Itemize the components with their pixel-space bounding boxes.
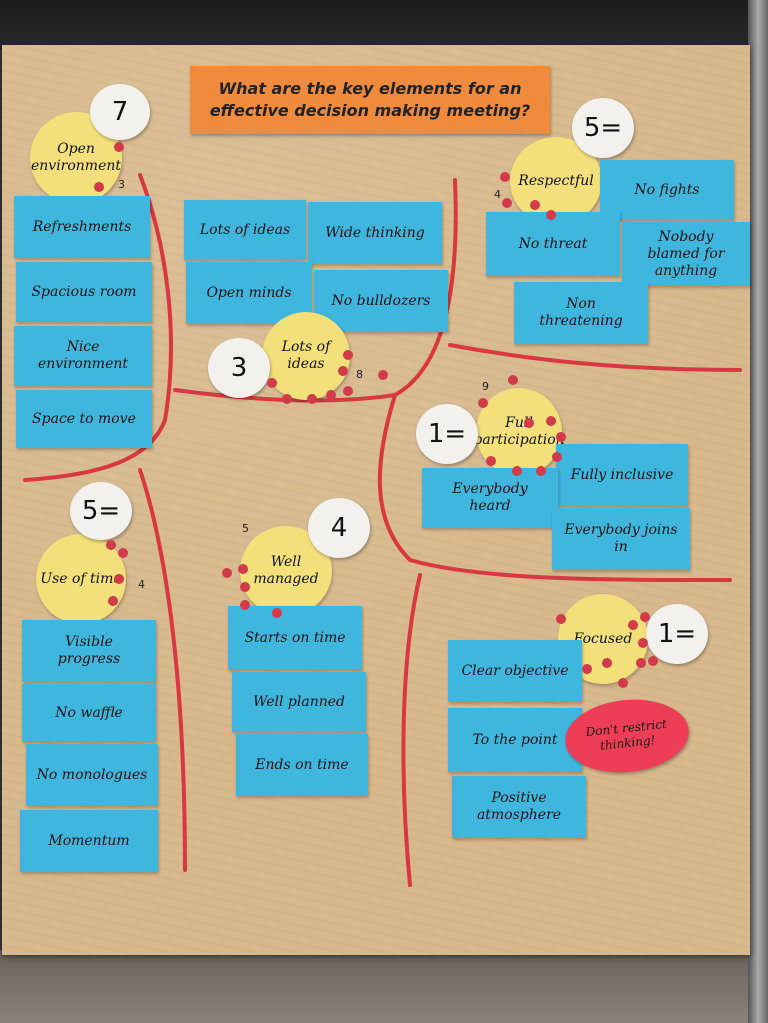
vote-dot <box>94 182 104 192</box>
note-ends-on-time: Ends on time <box>236 734 368 796</box>
vote-dot <box>478 398 488 408</box>
vote-badge-well-managed: 4 <box>308 498 370 558</box>
note-no-waffle: No waffle <box>22 684 156 742</box>
tally-lots-of-ideas: 8 <box>356 368 363 381</box>
note-refreshments: Refreshments <box>14 196 150 258</box>
tally-full-participation: 9 <box>482 380 489 393</box>
note-everybody-heard: Everybody heard <box>422 468 558 528</box>
tally-use-of-time: 4 <box>138 578 145 591</box>
vote-dot <box>500 172 510 182</box>
vote-badge-focused: 1= <box>646 604 708 664</box>
vote-dot <box>338 366 348 376</box>
vote-dot <box>536 466 546 476</box>
vote-dot <box>343 386 353 396</box>
vote-dot <box>114 574 124 584</box>
note-spacious-room: Spacious room <box>16 262 152 322</box>
vote-dot <box>530 200 540 210</box>
floor <box>0 950 768 1023</box>
question-title: What are the key elements for an effecti… <box>190 66 550 134</box>
note-visible-progress: Visible progress <box>22 620 156 682</box>
note-to-the-point: To the point <box>448 708 582 772</box>
note-fully-inclusive: Fully inclusive <box>556 444 688 506</box>
note-nice-environment: Nice environment <box>14 326 152 386</box>
vote-dot <box>502 198 512 208</box>
vote-dot <box>118 548 128 558</box>
vote-badge-use-of-time: 5= <box>70 482 132 540</box>
note-starts-on-time: Starts on time <box>228 606 362 670</box>
wall-top <box>0 0 768 50</box>
vote-dot <box>602 658 612 668</box>
note-nobody-blamed: Nobody blamed for anything <box>622 222 750 286</box>
vote-dot <box>524 418 534 428</box>
vote-dot <box>618 678 628 688</box>
vote-dot <box>508 375 518 385</box>
vote-dot <box>307 394 317 404</box>
vote-dot <box>640 612 650 622</box>
vote-dot <box>628 620 638 630</box>
vote-dot <box>582 664 592 674</box>
note-clear-objective: Clear objective <box>448 640 582 702</box>
note-no-bulldozers: No bulldozers <box>314 270 448 332</box>
vote-dot <box>272 608 282 618</box>
vote-dot <box>108 596 118 606</box>
note-no-monologues: No monologues <box>26 744 158 806</box>
heading-open-environment: Open environment <box>30 112 122 204</box>
note-momentum: Momentum <box>20 810 158 872</box>
vote-badge-full-participation: 1= <box>416 404 478 464</box>
vote-dot <box>546 210 556 220</box>
vote-dot <box>378 370 388 380</box>
vote-dot <box>512 466 522 476</box>
note-wide-thinking: Wide thinking <box>308 202 442 264</box>
tally-open-environment: 3 <box>118 178 125 191</box>
vote-dot <box>326 390 336 400</box>
vote-badge-open-environment: 7 <box>90 84 150 140</box>
vote-badge-respectful: 5= <box>572 98 634 158</box>
vote-dot <box>638 638 648 648</box>
note-space-to-move: Space to move <box>16 390 152 448</box>
vote-dot <box>114 142 124 152</box>
note-non-threatening: Non threatening <box>514 282 648 344</box>
vote-dot <box>546 416 556 426</box>
vote-dot <box>556 432 566 442</box>
vote-dot <box>267 378 277 388</box>
note-no-threat: No threat <box>486 212 620 276</box>
heading-lots-of-ideas: Lots of ideas <box>262 312 350 400</box>
vote-dot <box>648 656 658 666</box>
vote-dot <box>552 452 562 462</box>
tally-respectful: 4 <box>494 188 501 201</box>
vote-dot <box>240 600 250 610</box>
vote-badge-lots-of-ideas: 3 <box>208 338 270 398</box>
note-lots-of-ideas: Lots of ideas <box>184 200 306 260</box>
vote-dot <box>222 568 232 578</box>
vote-dot <box>343 350 353 360</box>
note-well-planned: Well planned <box>232 672 366 732</box>
tally-well-managed: 5 <box>242 522 249 535</box>
vote-dot <box>486 456 496 466</box>
flipchart-stand <box>748 0 768 1023</box>
vote-dot <box>282 394 292 404</box>
vote-dot <box>106 540 116 550</box>
vote-dot <box>240 582 250 592</box>
note-everybody-joins-in: Everybody joins in <box>552 508 690 570</box>
vote-dot <box>238 564 248 574</box>
vote-dot <box>556 614 566 624</box>
note-no-fights: No fights <box>600 160 734 220</box>
note-positive-atmosphere: Positive atmosphere <box>452 776 586 838</box>
vote-dot <box>636 658 646 668</box>
heading-use-of-time: Use of time <box>36 534 126 624</box>
